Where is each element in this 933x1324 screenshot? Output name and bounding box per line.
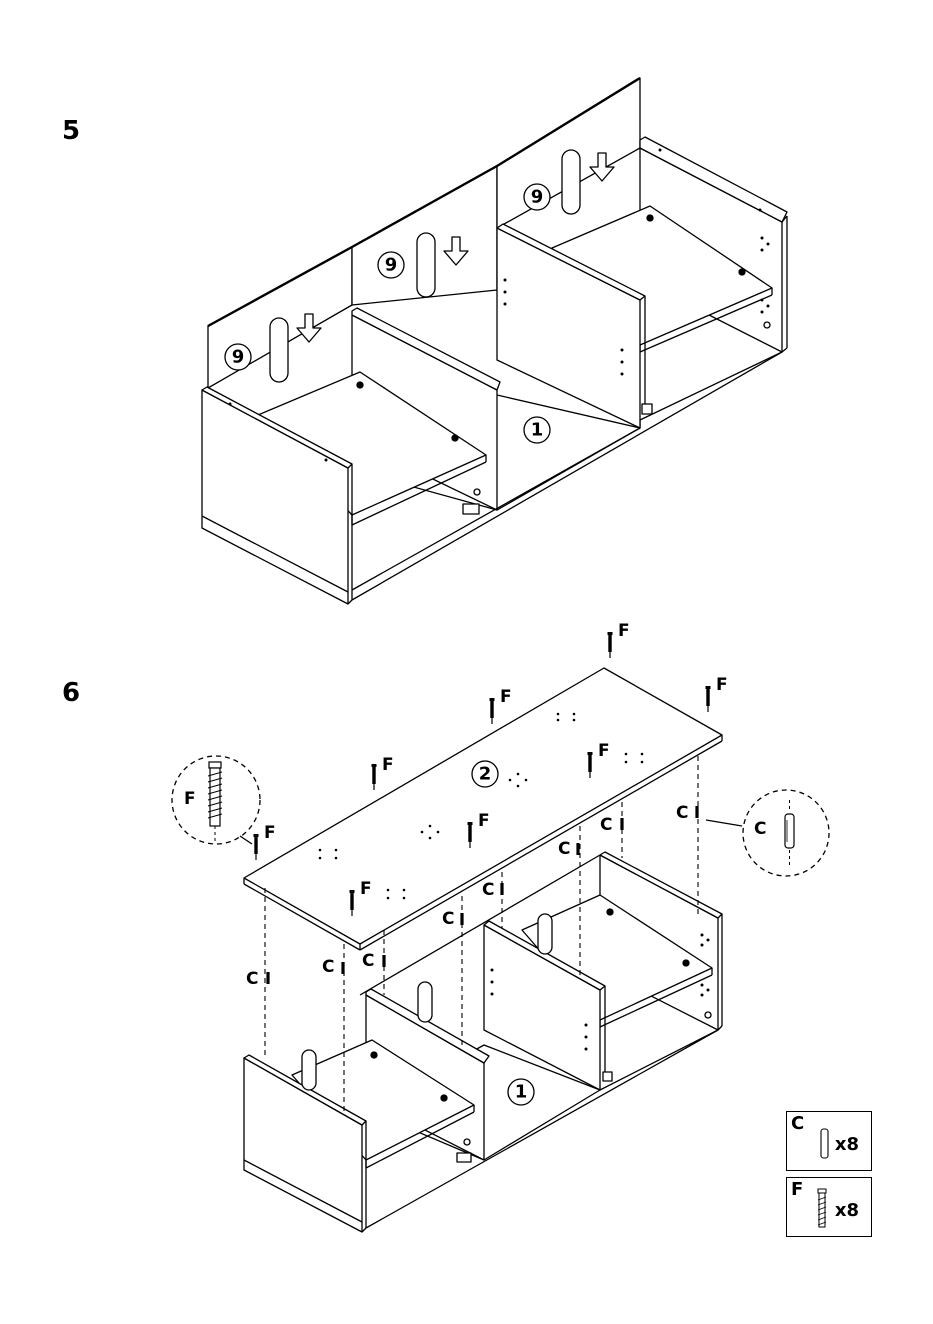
svg-text:F: F [360,879,372,899]
svg-text:C: C [246,969,258,989]
part-label-1: 1 [515,1082,528,1103]
svg-text:C: C [482,880,494,900]
hand-slot [417,233,435,297]
part-label-1: 1 [531,420,544,441]
svg-text:C: C [754,819,766,839]
part-label-9: 9 [531,187,544,208]
svg-text:F: F [598,741,610,761]
svg-text:C: C [442,909,454,929]
legend-letter: F [791,1179,803,1200]
hand-slot [562,150,580,214]
svg-text:C: C [362,951,374,971]
part-label-9: 9 [232,347,245,368]
svg-text:F: F [264,823,276,843]
legend-qty: x8 [835,1134,859,1155]
svg-text:F: F [184,789,196,809]
step-5-diagram [202,78,787,604]
svg-text:C: C [322,957,334,977]
part-label-2: 2 [479,764,492,785]
svg-text:F: F [618,621,630,641]
svg-text:C: C [676,803,688,823]
svg-text:F: F [716,675,728,695]
legend-dowel: C x8 [786,1111,872,1171]
svg-text:C: C [600,815,612,835]
step-6-diagram [172,668,829,1232]
dowel-icon [819,1128,831,1160]
part-label-9: 9 [385,255,398,276]
svg-text:F: F [500,687,512,707]
svg-text:F: F [382,755,394,775]
svg-text:C: C [558,839,570,859]
hand-slot [270,318,288,382]
legend-letter: C [791,1113,804,1134]
legend-screw: F x8 [786,1177,872,1237]
svg-text:F: F [478,811,490,831]
screw-icon [815,1188,829,1230]
legend-qty: x8 [835,1200,859,1221]
